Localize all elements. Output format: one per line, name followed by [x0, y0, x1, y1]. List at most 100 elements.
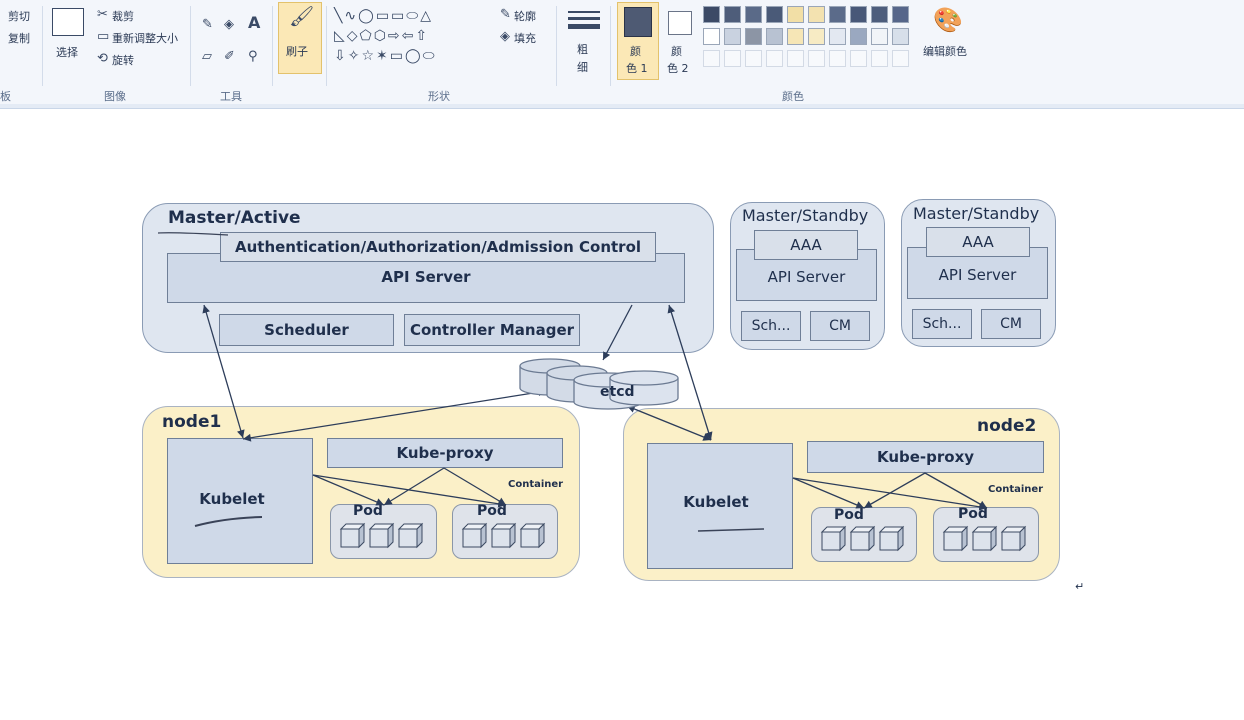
- palette-swatch[interactable]: [808, 6, 825, 23]
- node1-kubelet-label: Kubelet: [199, 490, 265, 508]
- palette-empty-swatch[interactable]: [787, 50, 804, 67]
- palette-swatch[interactable]: [766, 28, 783, 45]
- palette-empty-swatch[interactable]: [724, 50, 741, 67]
- palette-swatch[interactable]: [745, 28, 762, 45]
- node2-kube-proxy-label: Kube-proxy: [876, 448, 975, 466]
- standby-1-cm-label: CM: [829, 318, 851, 334]
- resize-button[interactable]: 重新调整大小: [112, 32, 178, 45]
- palette-empty-swatch[interactable]: [808, 50, 825, 67]
- palette-empty-swatch[interactable]: [745, 50, 762, 67]
- node1-kubelet-box: [167, 438, 313, 564]
- palette-empty-swatch[interactable]: [703, 50, 720, 67]
- container-cube-icon: [849, 525, 876, 552]
- brushes-label: 刷子: [286, 45, 308, 58]
- etcd-label: etcd: [600, 384, 635, 400]
- palette-swatch[interactable]: [829, 28, 846, 45]
- controller-manager-box: Controller Manager: [404, 314, 580, 346]
- kubelet1-etcd-arrow: [242, 388, 547, 442]
- standby-1-sch-label: Sch...: [751, 318, 791, 334]
- palette-swatch[interactable]: [724, 28, 741, 45]
- scheduler-label: Scheduler: [264, 321, 349, 339]
- copy-button[interactable]: 复制: [8, 32, 30, 45]
- palette-swatch[interactable]: [850, 28, 867, 45]
- standby-1-aaa-box: AAA: [754, 230, 858, 260]
- palette-swatch[interactable]: [766, 6, 783, 23]
- container-cube-icon: [461, 522, 488, 549]
- node2-pod1-label: Pod: [834, 507, 864, 523]
- palette-swatch[interactable]: [829, 6, 846, 23]
- eraser-icon[interactable]: ▱: [202, 49, 212, 64]
- paragraph-mark: ↵: [1075, 580, 1085, 593]
- select-button[interactable]: 选择: [56, 46, 78, 59]
- color2-button[interactable]: 颜 色 2: [662, 2, 698, 80]
- shapes-gallery[interactable]: ╲∿◯▭▭⬭△ ◺◇⬠⬡⇨⇦⇧ ⇩✧☆✶▭◯⬭: [334, 6, 484, 66]
- edit-colors-label: 编辑颜色: [923, 45, 967, 58]
- container-cube-icon: [878, 525, 905, 552]
- standby-1-api-label: API Server: [767, 268, 846, 286]
- fill-icon[interactable]: ◈: [224, 17, 234, 32]
- crop-button[interactable]: 裁剪: [112, 10, 134, 23]
- edit-colors-button[interactable]: 🎨 编辑颜色: [920, 4, 974, 66]
- palette-swatch[interactable]: [787, 6, 804, 23]
- text-icon[interactable]: A: [248, 13, 261, 32]
- select-icon[interactable]: [52, 8, 84, 36]
- kubelet2-api-arrow: [667, 304, 713, 441]
- palette-swatch[interactable]: [724, 6, 741, 23]
- node2-kube-proxy-box: Kube-proxy: [807, 441, 1044, 473]
- palette-swatch[interactable]: [892, 6, 909, 23]
- standby-1-cm-box: CM: [810, 311, 870, 341]
- palette-empty-swatch[interactable]: [766, 50, 783, 67]
- outline-button[interactable]: 轮廓: [514, 10, 536, 23]
- fill-shape-icon: ◈: [500, 29, 510, 44]
- size-label-line2: 细: [577, 61, 588, 74]
- etcd-database-icon: [519, 358, 679, 410]
- aac-box: Authentication/Authorization/Admission C…: [220, 232, 656, 262]
- shapes-group-label: 形状: [428, 90, 450, 103]
- color2-label-line1: 颜: [671, 45, 682, 58]
- palette-swatch[interactable]: [871, 28, 888, 45]
- container-cube-icon: [820, 525, 847, 552]
- master-standby-1-title: Master/Standby: [742, 206, 869, 225]
- crop-icon: ✂: [97, 7, 108, 22]
- palette-empty-swatch[interactable]: [850, 50, 867, 67]
- color2-label-line2: 色 2: [667, 62, 689, 75]
- palette-empty-swatch[interactable]: [892, 50, 909, 67]
- palette-swatch[interactable]: [745, 6, 762, 23]
- brush-icon: 🖌: [289, 4, 315, 28]
- standby-2-aaa-label: AAA: [962, 233, 994, 251]
- rotate-button[interactable]: 旋转: [112, 54, 134, 67]
- color1-label-line2: 色 1: [626, 62, 648, 75]
- container-cube-icon: [1000, 525, 1027, 552]
- palette-empty-swatch[interactable]: [871, 50, 888, 67]
- magnifier-icon[interactable]: ⚲: [248, 49, 258, 64]
- standby-2-api-label: API Server: [938, 266, 1017, 284]
- container-cube-icon: [339, 522, 366, 549]
- container-cube-icon: [397, 522, 424, 549]
- palette-swatch[interactable]: [871, 6, 888, 23]
- palette-swatch[interactable]: [703, 6, 720, 23]
- color1-button[interactable]: 颜 色 1: [617, 2, 659, 80]
- standby-1-aaa-label: AAA: [790, 236, 822, 254]
- palette-swatch[interactable]: [703, 28, 720, 45]
- clipboard-group-label: 板: [0, 90, 11, 103]
- palette-empty-swatch[interactable]: [829, 50, 846, 67]
- pencil-icon[interactable]: ✎: [202, 17, 213, 32]
- cut-button[interactable]: 剪切: [8, 10, 30, 23]
- standby-2-aaa-box: AAA: [926, 227, 1030, 257]
- container-cube-icon: [490, 522, 517, 549]
- standby-2-sch-box: Sch...: [912, 309, 972, 339]
- palette-swatch[interactable]: [808, 28, 825, 45]
- colors-group-label: 颜色: [782, 90, 804, 103]
- standby-2-sch-label: Sch...: [922, 316, 962, 332]
- color2-swatch: [668, 11, 692, 35]
- palette-swatch[interactable]: [892, 28, 909, 45]
- color-picker-icon[interactable]: ✐: [224, 49, 235, 64]
- rotate-icon: ⟲: [97, 51, 108, 66]
- size-button[interactable]: 粗 细: [565, 6, 603, 76]
- palette-swatch[interactable]: [850, 6, 867, 23]
- node2-container-label: Container: [988, 484, 1044, 495]
- palette-swatch[interactable]: [787, 28, 804, 45]
- fill-button[interactable]: 填充: [514, 32, 536, 45]
- node1-pod1-label: Pod: [353, 503, 383, 519]
- brushes-button[interactable]: 🖌 刷子: [278, 2, 322, 74]
